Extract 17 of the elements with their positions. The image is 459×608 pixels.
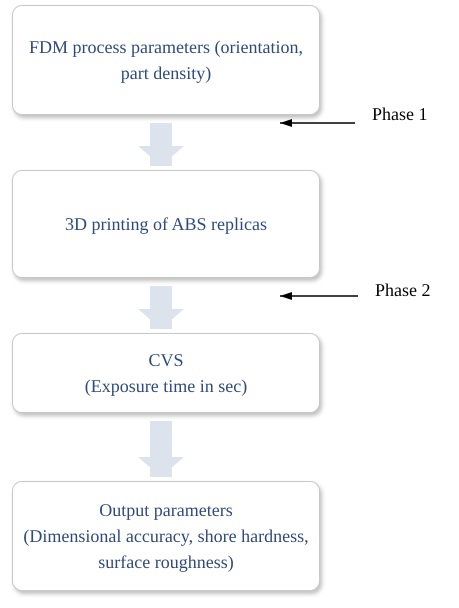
box-text: (Dimensional accuracy, shore hardness, surface roughness) xyxy=(22,524,310,574)
phase-label: Phase 1 xyxy=(372,104,428,125)
box-text: (Exposure time in sec) xyxy=(84,375,248,398)
process-box xyxy=(12,170,320,278)
process-box xyxy=(12,481,320,591)
arrow xyxy=(138,421,184,477)
process-box xyxy=(12,333,320,413)
box-text: Output parameters xyxy=(99,498,233,522)
arrow xyxy=(138,123,184,166)
arrow xyxy=(280,292,358,300)
box-text: FDM process parameters (orientation, part density) xyxy=(28,36,304,85)
process-box xyxy=(12,5,320,115)
box-text: CVS xyxy=(148,348,184,372)
phase-label: Phase 2 xyxy=(375,280,430,301)
arrow xyxy=(138,286,184,329)
box-text: 3D printing of ABS replicas xyxy=(65,212,267,236)
arrow xyxy=(280,119,355,127)
